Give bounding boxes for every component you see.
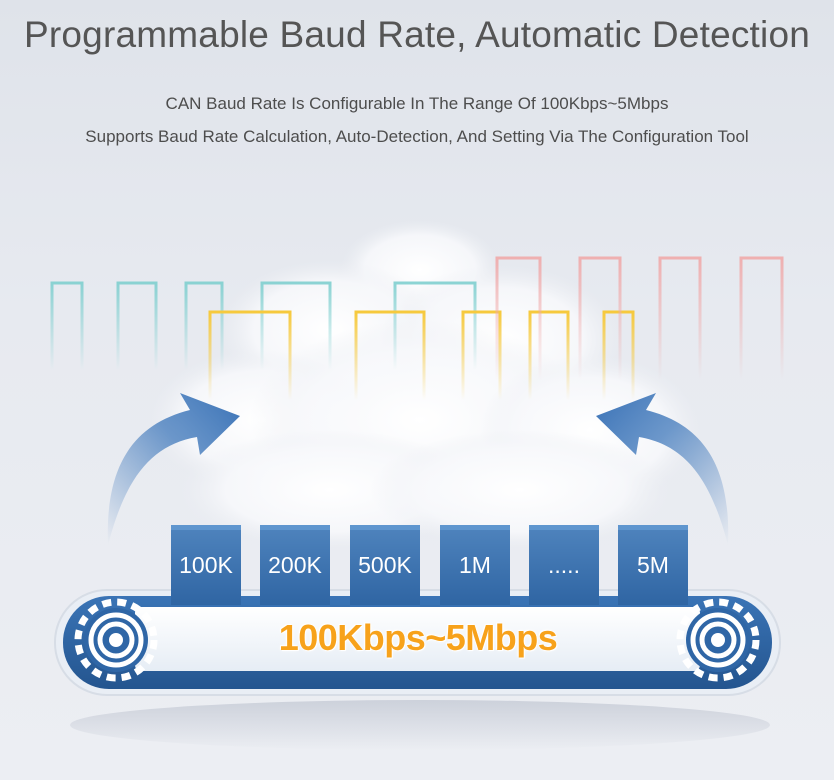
baud-range-label: 100Kbps~5Mbps xyxy=(278,617,558,658)
rate-label: ..... xyxy=(548,552,580,578)
rate-label: 5M xyxy=(637,552,669,578)
signal-waveform-icon xyxy=(50,256,784,400)
gear-right-icon xyxy=(676,598,760,682)
rate-box-5m: 5M xyxy=(618,525,688,605)
rate-box-100k: 100K xyxy=(171,525,241,605)
rate-label: 1M xyxy=(459,552,491,578)
rate-label: 500K xyxy=(358,552,412,578)
subtitle-line-1: CAN Baud Rate Is Configurable In The Ran… xyxy=(165,94,669,113)
rate-box-200k: 200K xyxy=(260,525,330,605)
rate-box-ellipsis: ..... xyxy=(529,525,599,605)
curved-arrow-right-icon xyxy=(596,393,729,545)
rate-box-1m: 1M xyxy=(440,525,510,605)
cloud-icon xyxy=(150,220,700,550)
page-title: Programmable Baud Rate, Automatic Detect… xyxy=(24,14,810,55)
rate-label: 100K xyxy=(179,552,233,578)
subtitle-line-2: Supports Baud Rate Calculation, Auto-Det… xyxy=(85,127,749,146)
curved-arrow-left-icon xyxy=(107,393,240,545)
gear-left-icon xyxy=(74,598,158,682)
rate-label: 200K xyxy=(268,552,322,578)
rate-box-500k: 500K xyxy=(350,525,420,605)
